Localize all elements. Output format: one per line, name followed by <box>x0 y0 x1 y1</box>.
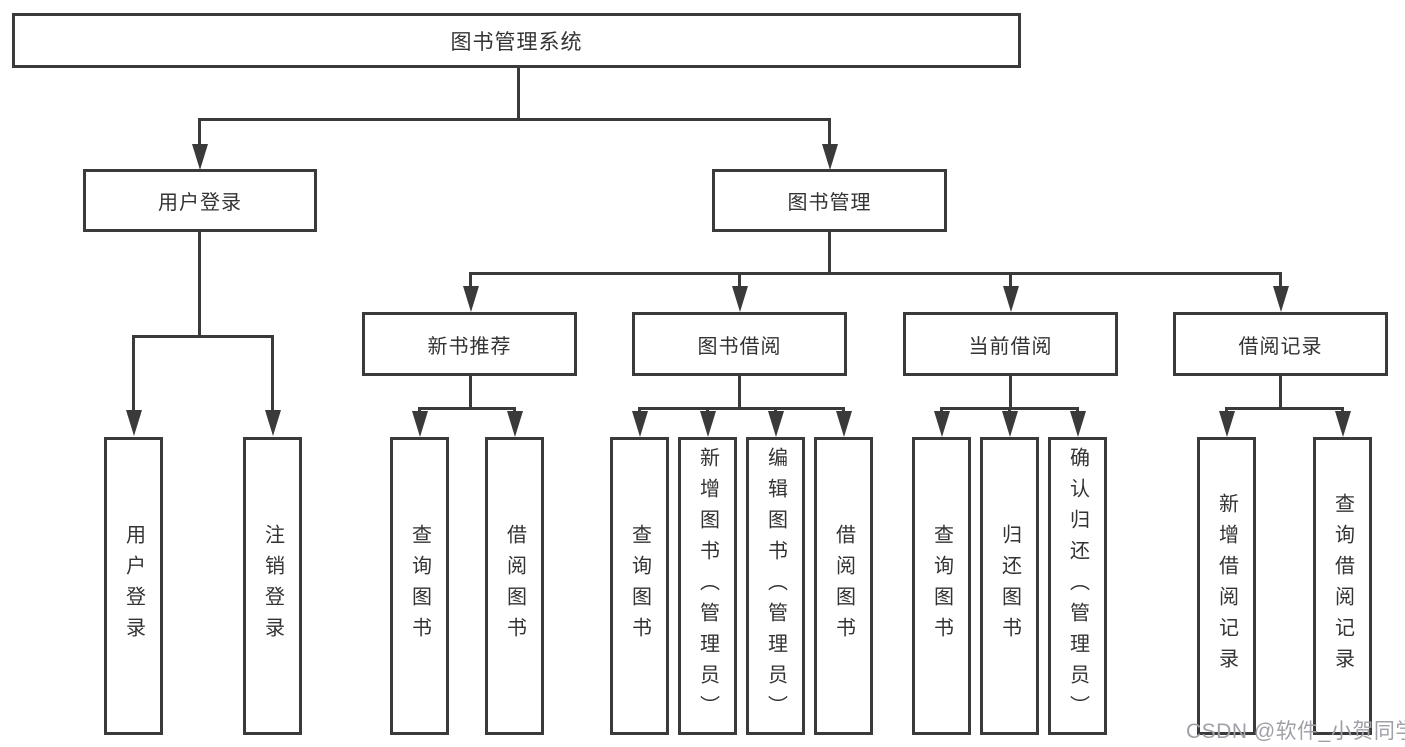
leaf-confirm-return-admin-label: 确认归还（管理员） <box>1066 446 1089 726</box>
connector-line <box>469 272 1282 275</box>
arrowhead-icon <box>507 411 523 437</box>
node-user-login-label: 用户登录 <box>158 192 242 214</box>
leaf-query-books-borrow-label: 查询图书 <box>628 524 651 648</box>
leaf-borrow-books-recommend-label: 借阅图书 <box>503 524 526 648</box>
connector-line <box>198 118 831 121</box>
node-current-borrow: 当前借阅 <box>903 312 1118 376</box>
leaf-query-books-recommend: 查询图书 <box>390 437 449 735</box>
arrowhead-icon <box>192 144 208 170</box>
node-root: 图书管理系统 <box>12 13 1021 68</box>
connector-line <box>132 337 135 411</box>
connector-line <box>738 375 741 409</box>
leaf-logout-label: 注销登录 <box>261 524 284 648</box>
arrowhead-icon <box>265 410 281 436</box>
arrowhead-icon <box>1273 286 1289 312</box>
connector-line <box>198 231 201 335</box>
leaf-borrow-books-recommend: 借阅图书 <box>485 437 544 735</box>
node-current-borrow-label: 当前借阅 <box>968 335 1053 358</box>
node-user-login: 用户登录 <box>83 169 317 232</box>
connector-line <box>198 120 201 146</box>
leaf-return-books-label: 归还图书 <box>998 524 1021 648</box>
arrowhead-icon <box>732 286 748 312</box>
node-new-book-recommend-label: 新书推荐 <box>427 335 512 358</box>
arrowhead-icon <box>1219 411 1235 437</box>
connector-line <box>828 120 831 146</box>
connector-line <box>418 407 516 410</box>
connector-line <box>132 335 274 338</box>
arrowhead-icon <box>768 411 784 437</box>
arrowhead-icon <box>1070 411 1086 437</box>
leaf-query-books-recommend-label: 查询图书 <box>408 524 431 648</box>
node-book-borrow: 图书借阅 <box>632 312 847 376</box>
leaf-add-books-admin-label: 新增图书（管理员） <box>696 446 719 726</box>
arrowhead-icon <box>126 410 142 436</box>
arrowhead-icon <box>1002 411 1018 437</box>
arrowhead-icon <box>700 411 716 437</box>
node-book-management-label: 图书管理 <box>787 192 872 214</box>
leaf-query-borrow-record: 查询借阅记录 <box>1313 437 1372 735</box>
leaf-borrow-books: 借阅图书 <box>814 437 873 735</box>
leaf-add-borrow-record: 新增借阅记录 <box>1197 437 1256 735</box>
leaf-borrow-books-label: 借阅图书 <box>832 524 855 648</box>
connector-line <box>1279 274 1282 288</box>
node-borrow-record-label: 借阅记录 <box>1238 335 1323 358</box>
connector-line <box>828 231 831 274</box>
leaf-edit-books-admin-label: 编辑图书（管理员） <box>764 446 787 726</box>
csdn-watermark: CSDN @软件_小贺同学 <box>1186 720 1405 743</box>
connector-line <box>1279 375 1282 409</box>
node-new-book-recommend: 新书推荐 <box>362 312 577 376</box>
leaf-query-books-current: 查询图书 <box>912 437 971 735</box>
arrowhead-icon <box>934 411 950 437</box>
leaf-add-books-admin: 新增图书（管理员） <box>678 437 737 735</box>
connector-line <box>271 337 274 411</box>
leaf-add-borrow-record-label: 新增借阅记录 <box>1215 493 1238 679</box>
arrowhead-icon <box>1335 411 1351 437</box>
leaf-confirm-return-admin: 确认归还（管理员） <box>1048 437 1107 735</box>
node-borrow-record: 借阅记录 <box>1173 312 1388 376</box>
connector-line <box>1225 407 1344 410</box>
connector-line <box>738 274 741 288</box>
leaf-user-login: 用户登录 <box>104 437 163 735</box>
leaf-user-login-label: 用户登录 <box>122 524 145 648</box>
leaf-logout: 注销登录 <box>243 437 302 735</box>
arrowhead-icon <box>463 286 479 312</box>
arrowhead-icon <box>1003 286 1019 312</box>
arrowhead-icon <box>632 411 648 437</box>
leaf-query-books-current-label: 查询图书 <box>930 524 953 648</box>
leaf-query-books-borrow: 查询图书 <box>610 437 669 735</box>
node-book-borrow-label: 图书借阅 <box>697 335 782 358</box>
leaf-edit-books-admin: 编辑图书（管理员） <box>746 437 805 735</box>
leaf-query-borrow-record-label: 查询借阅记录 <box>1331 493 1354 679</box>
arrowhead-icon <box>836 411 852 437</box>
node-root-label: 图书管理系统 <box>450 30 583 54</box>
connector-line <box>469 375 472 409</box>
connector-line <box>517 66 520 120</box>
arrowhead-icon <box>412 411 428 437</box>
connector-line <box>1009 274 1012 288</box>
connector-line <box>1009 375 1012 409</box>
arrowhead-icon <box>822 144 838 170</box>
leaf-return-books: 归还图书 <box>980 437 1039 735</box>
connector-line <box>469 274 472 288</box>
connector-line <box>638 407 845 410</box>
node-book-management: 图书管理 <box>712 169 947 232</box>
connector-line <box>940 407 1079 410</box>
